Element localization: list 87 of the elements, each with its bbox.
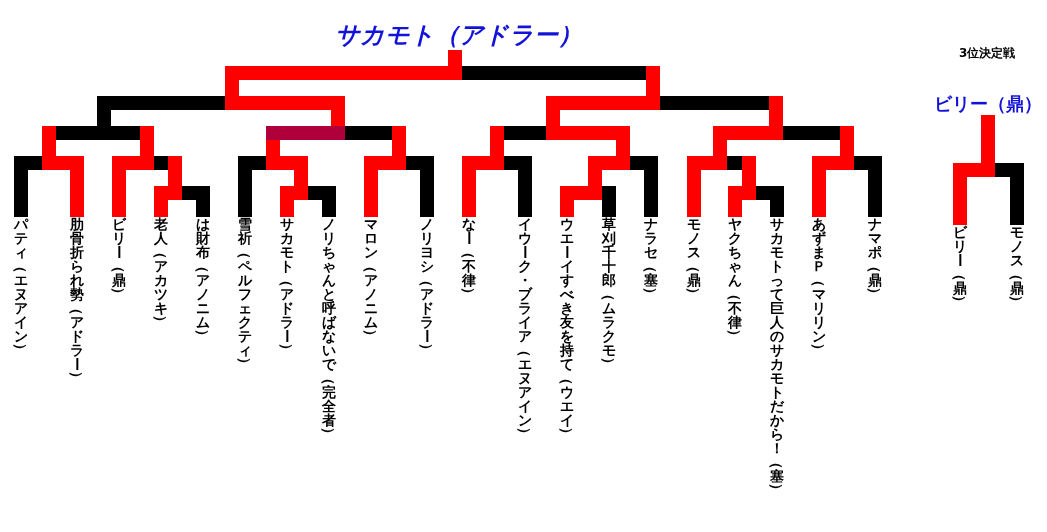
- match-bar: [728, 186, 784, 200]
- match-bar: [42, 126, 154, 140]
- match-bar: [238, 156, 308, 170]
- bracket-line: [70, 170, 84, 217]
- bracket-line: [322, 200, 336, 217]
- player-name: サカモトって巨人のサカモトだから！（塞）: [770, 217, 784, 497]
- player-name: なー（不律）: [462, 217, 476, 301]
- section-heading: 3位決定戦: [959, 46, 1016, 60]
- bracket-line: [981, 115, 995, 163]
- player-name: ウエーイすべき友を持て（ウエイ）: [560, 217, 574, 441]
- bracket-line: [14, 170, 28, 217]
- bracket-line: [462, 170, 476, 217]
- bracket-line: [770, 200, 784, 217]
- bracket-line: [168, 170, 182, 186]
- bracket-line: [687, 170, 701, 217]
- bracket-line: [112, 170, 126, 217]
- bracket-line: [331, 110, 345, 126]
- bracket-line: [238, 170, 252, 217]
- bracket-line: [266, 140, 280, 156]
- match-bar: [546, 96, 783, 110]
- player-name: ナマポ（鼎）: [868, 217, 882, 301]
- bracket-line: [616, 140, 630, 156]
- match-bar: [112, 156, 182, 170]
- bracket-line: [546, 110, 560, 126]
- bracket-line: [742, 170, 756, 186]
- bracket-line: [769, 110, 783, 126]
- player-name: ビリー（鼎）: [953, 225, 967, 309]
- bracket-line: [812, 170, 826, 217]
- bracket-line: [420, 170, 434, 217]
- match-bar: [490, 126, 630, 140]
- bracket-line: [294, 170, 308, 186]
- bracket-line: [97, 110, 111, 126]
- bracket-line: [392, 140, 406, 156]
- player-name: ヤクちゃん（不律）: [728, 217, 742, 343]
- bracket-line: [280, 200, 294, 217]
- match-bar: [560, 186, 616, 200]
- player-name: ビリー（鼎）: [112, 217, 126, 301]
- player-name: 老人（アカツキ）: [154, 217, 168, 329]
- bracket-line: [42, 140, 56, 156]
- player-name: 草刈千十郎（ムラクモ）: [602, 217, 616, 371]
- player-name: マロン（アノニム）: [364, 217, 378, 343]
- winner-name: サカモト（アドラー）: [334, 21, 582, 50]
- match-bar: [687, 156, 756, 170]
- bracket-line: [728, 200, 742, 217]
- player-name: ノリちゃんと呼ばないで（完全者）: [322, 217, 336, 441]
- bracket-line: [518, 170, 532, 217]
- bracket-line: [490, 140, 504, 156]
- player-name: モノス（鼎）: [1010, 225, 1024, 309]
- match-bar: [280, 186, 336, 200]
- player-name: モノス（鼎）: [687, 217, 701, 301]
- bracket-line: [646, 80, 660, 96]
- bracket-line: [225, 80, 239, 96]
- bracket-line: [140, 140, 154, 156]
- bracket-line: [364, 170, 378, 217]
- match-bar: [97, 96, 345, 110]
- player-name: パティ（エヌアイン）: [14, 217, 28, 357]
- player-name: 肋骨折られ勢（アドラー）: [70, 217, 84, 385]
- match-bar: [462, 156, 532, 170]
- player-name: あずまＰ（マリリン）: [812, 217, 826, 357]
- bracket-line: [713, 140, 727, 156]
- match-bar: [588, 156, 658, 170]
- bracket-line: [868, 170, 882, 217]
- bracket-line: [644, 170, 658, 217]
- bracket-line: [196, 200, 210, 217]
- match-bar: [266, 126, 406, 140]
- bracket-line: [560, 200, 574, 217]
- match-bar: [154, 186, 210, 200]
- bracket-line: [154, 200, 168, 217]
- match-bar: [812, 156, 882, 170]
- bracket-line: [588, 170, 602, 186]
- bracket-line: [1010, 177, 1024, 225]
- player-name: は財布（アノニム）: [196, 217, 210, 343]
- player-name: ノリヨシ（アドラー）: [420, 217, 434, 357]
- bracket-line: [953, 177, 967, 225]
- player-name: 雪祈（ペルフェクティ）: [238, 217, 252, 371]
- bracket-line: [448, 50, 462, 66]
- bracket-line: [840, 140, 854, 156]
- bracket-line: [602, 200, 616, 217]
- match-bar: [953, 163, 1024, 177]
- match-bar: [364, 156, 434, 170]
- player-name: ナラセ（塞）: [644, 217, 658, 301]
- winner-name: ビリー（鼎）: [934, 92, 1042, 115]
- player-name: イウーク・ブライア（エヌアイン）: [518, 217, 532, 441]
- player-name: サカモト（アドラー）: [280, 217, 294, 357]
- match-bar: [225, 66, 660, 80]
- match-bar: [713, 126, 854, 140]
- match-bar: [14, 156, 84, 170]
